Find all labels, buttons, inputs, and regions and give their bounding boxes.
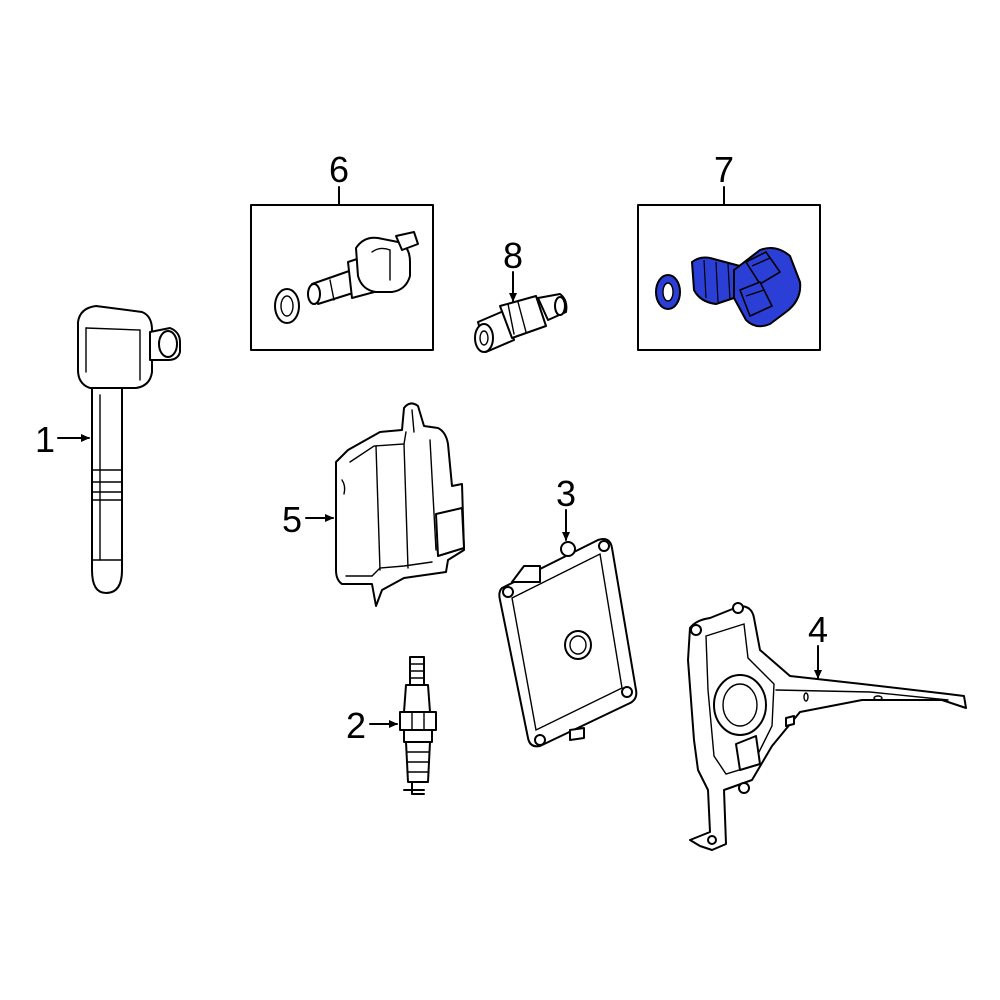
callout-7: 7	[714, 149, 734, 206]
part-6-frame	[250, 204, 434, 351]
part-4-bracket[interactable]	[687, 602, 967, 851]
part-1-ignition-coil[interactable]	[77, 305, 181, 594]
part-3-control-module[interactable]	[498, 538, 638, 748]
callout-7-label: 7	[714, 149, 734, 190]
part-6-sensor	[274, 231, 419, 324]
part-7-frame	[637, 204, 821, 351]
part-2-spark-plug[interactable]	[399, 656, 437, 795]
callout-5: 5	[282, 499, 334, 540]
callout-4-label: 4	[808, 609, 828, 650]
callout-3: 3	[556, 473, 576, 541]
callout-2: 2	[346, 705, 398, 746]
callout-1-label: 1	[35, 419, 55, 460]
callout-4: 4	[808, 609, 828, 679]
callout-8: 8	[503, 235, 523, 302]
callout-6: 6	[329, 149, 349, 206]
part-8-sensor[interactable]	[474, 293, 568, 353]
part-7-sensor-highlighted	[655, 247, 802, 328]
callout-6-label: 6	[329, 149, 349, 190]
callout-3-label: 3	[556, 473, 576, 514]
part-7-box[interactable]	[637, 204, 821, 351]
callout-2-label: 2	[346, 705, 366, 746]
callout-8-label: 8	[503, 235, 523, 276]
callout-1: 1	[35, 419, 90, 460]
part-6-box[interactable]	[250, 204, 434, 351]
callout-5-label: 5	[282, 499, 302, 540]
part-5-module-cover[interactable]	[335, 402, 465, 607]
